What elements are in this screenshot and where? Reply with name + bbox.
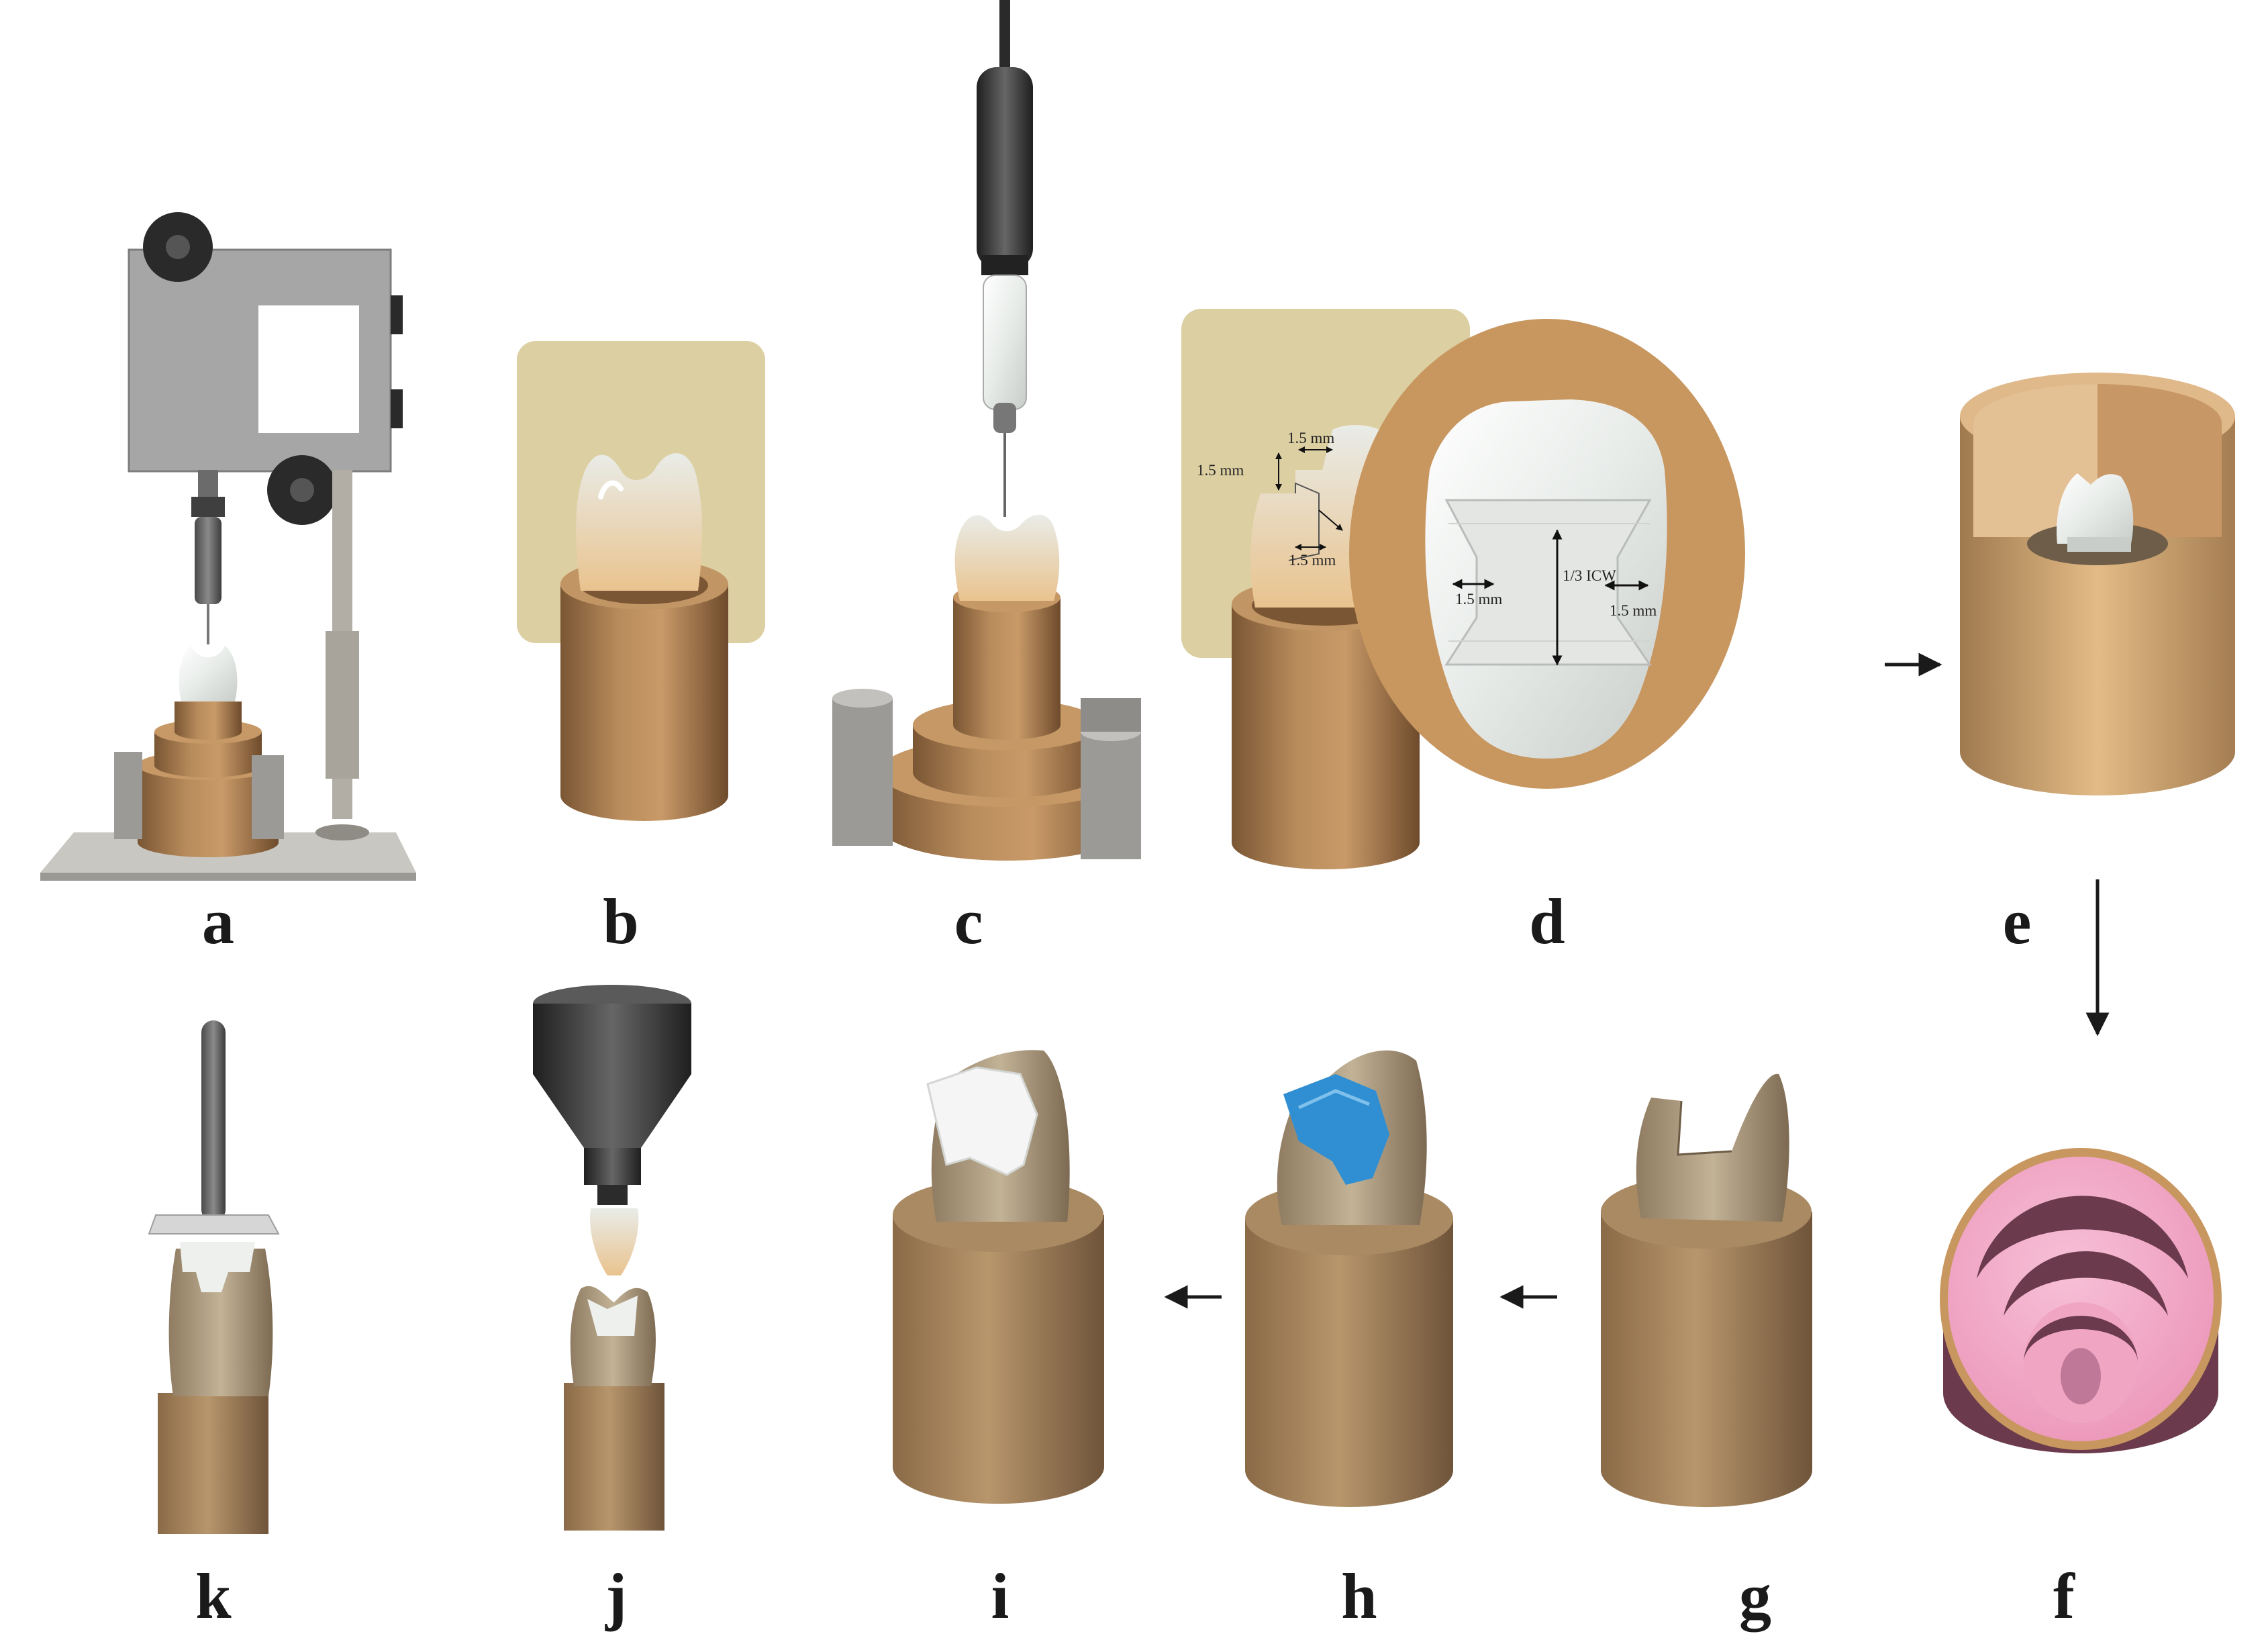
panel-label-d: d: [1529, 885, 1565, 957]
panel-g-block: [1601, 1212, 1812, 1508]
panel-c-handpiece-tip: [993, 403, 1016, 433]
machine-handpiece: [195, 517, 221, 604]
panel-j-restoration: [587, 1296, 638, 1336]
panel-f-groove-middle: [2004, 1251, 2168, 1316]
panel-a-step-base: [138, 765, 279, 857]
panel-c-handpiece-grip: [977, 67, 1033, 269]
panel-b-mounted-tooth: [517, 341, 765, 821]
panel-b-tooth-highlight: [598, 480, 624, 499]
panel-label-k: k: [195, 1560, 232, 1632]
machine-chuck: [191, 497, 225, 517]
panel-j-collar: [597, 1185, 628, 1205]
panel-e-tooth-root: [2067, 537, 2131, 552]
panel-c-tooth: [954, 514, 1060, 601]
panel-j-fracture-test: [533, 985, 691, 1531]
machine-base-edge: [40, 873, 416, 881]
panel-b-acrylic-block: [560, 584, 728, 821]
panel-a-weights-left: [114, 752, 142, 839]
panel-label-g: g: [1739, 1560, 1771, 1632]
panel-c-weights-right: [1081, 732, 1141, 859]
panel-k-shear-test: [148, 1020, 280, 1534]
panel-c-handpiece-ring: [981, 255, 1028, 275]
panel-d-dim-side: [1318, 510, 1343, 531]
panel-k-block: [158, 1393, 268, 1534]
panel-c-handpiece-head: [983, 275, 1027, 410]
panel-label-a: a: [202, 885, 234, 957]
panel-d-label-icw: 1/3 ICW: [1563, 567, 1616, 584]
panel-c-weights-left: [832, 698, 893, 846]
panel-k-restoration: [180, 1242, 255, 1292]
panel-c-preparation: [832, 0, 1141, 861]
panel-j-indenter: [590, 1208, 639, 1275]
panel-j-block: [564, 1383, 664, 1531]
panel-label-b: b: [603, 885, 638, 957]
panel-j-cone: [533, 1074, 691, 1148]
panel-a-machine: [40, 212, 416, 881]
panel-k-rod: [201, 1020, 226, 1222]
panel-i-composite-restoration: [926, 1066, 1038, 1176]
panel-f-groove-outer: [1977, 1196, 2188, 1279]
panel-j-shaft: [584, 1148, 641, 1185]
machine-column-foot: [315, 824, 369, 840]
panel-i-restored-tooth: [893, 1050, 1104, 1504]
panel-a-tooth: [179, 646, 238, 702]
panel-d-label-right-wall: 1.5 mm: [1610, 602, 1657, 619]
panel-d-label-top: 1.5 mm: [1287, 430, 1334, 446]
panel-label-c: c: [954, 885, 983, 957]
machine-window: [258, 305, 359, 433]
panel-k-blade: [148, 1214, 280, 1235]
machine-side-knob-2: [391, 389, 403, 428]
panel-d-label-bottom: 1.5 mm: [1289, 552, 1336, 569]
panel-e-tooth-inside: [2057, 473, 2134, 544]
machine-column-sleeve: [326, 631, 359, 779]
panel-label-j: j: [605, 1560, 627, 1632]
machine-knob-top-center: [166, 235, 190, 259]
panel-f-cavity: [2061, 1348, 2101, 1404]
panel-a-pedestal: [175, 702, 242, 740]
panel-label-h: h: [1341, 1560, 1377, 1632]
panel-a-step-middle: [154, 732, 262, 777]
panel-j-tooth: [570, 1286, 656, 1386]
panel-d-label-left-wall: 1.5 mm: [1455, 591, 1502, 608]
panel-e-mold-cylinder: [1960, 373, 2235, 795]
panel-d-cavity-outline: [1288, 482, 1320, 561]
panel-label-e: e: [2003, 885, 2032, 957]
panel-j-head: [533, 1004, 691, 1074]
process-arrows: [1164, 652, 2110, 1309]
panel-g-tooth: [1636, 1073, 1789, 1222]
panel-d-occlusal-cavity: [1444, 499, 1652, 666]
machine-side-knob-1: [391, 295, 403, 334]
machine-knob-bottom-center: [290, 478, 314, 502]
panel-g-cavity-edge: [1677, 1100, 1732, 1156]
panel-h-adhesive-highlight: [1297, 1089, 1370, 1110]
panel-k-tooth: [168, 1249, 273, 1396]
panel-labels: a b c d e f g h i j k: [195, 885, 2075, 1632]
panel-d-dimensions: 1.5 mm 1.5 mm 1.5 mm 1.5 mm 1/3 ICW 1.5 …: [1181, 309, 1745, 869]
panel-c-weights-left-top: [832, 689, 893, 708]
panel-c-weights-right-upper: [1081, 698, 1141, 732]
panel-d-label-depth: 1.5 mm: [1197, 462, 1244, 479]
panel-a-weights-right: [252, 755, 284, 839]
panel-f-inner-well-shadow: [2024, 1316, 2138, 1363]
panel-c-pedestal: [953, 597, 1061, 740]
panel-f-silicone-mold: [1940, 1148, 2222, 1453]
panel-d-acrylic-block: [1232, 604, 1420, 869]
panel-label-f: f: [2053, 1560, 2075, 1632]
panel-g-sectioned-tooth: [1601, 1073, 1812, 1508]
panel-label-i: i: [991, 1560, 1009, 1632]
panel-i-block: [893, 1215, 1104, 1504]
panel-h-block: [1245, 1218, 1453, 1507]
panel-h-adhesive: [1245, 1050, 1453, 1507]
machine-spindle: [198, 470, 218, 497]
